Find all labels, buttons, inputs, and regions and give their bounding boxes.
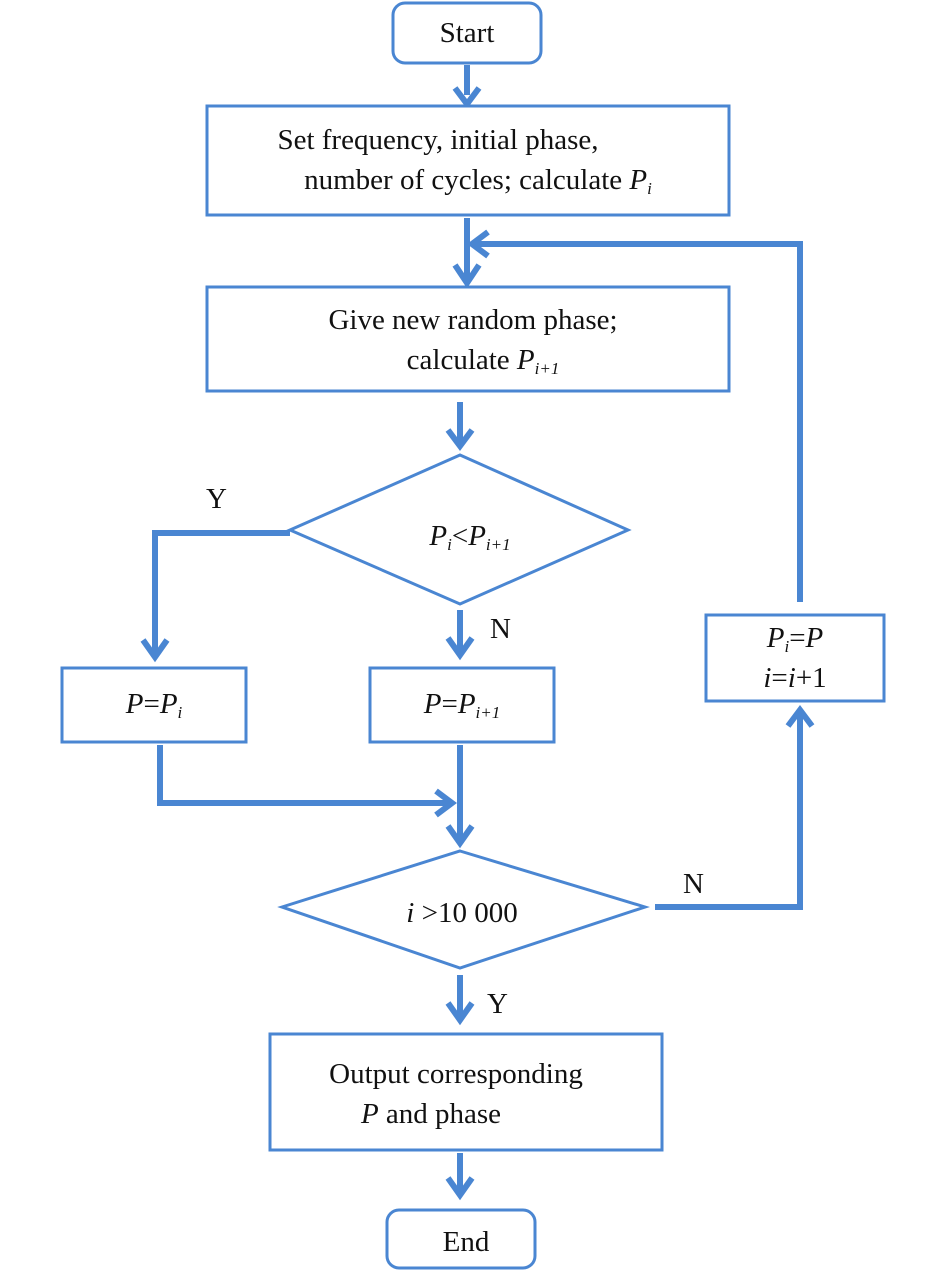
random-phase-box bbox=[205, 285, 731, 393]
compare-op: < bbox=[451, 520, 469, 552]
assign-pi-rhs-var: P bbox=[159, 688, 178, 720]
end-label: End bbox=[392, 1222, 540, 1262]
arrow-loop-back bbox=[475, 241, 803, 602]
start-text: Start bbox=[439, 17, 495, 49]
arrow-assign-pi-merge bbox=[157, 745, 450, 806]
assign-pi-rhs-sub: i bbox=[177, 703, 183, 723]
count-rest: >10 000 bbox=[414, 897, 518, 929]
output-line2: P and phase bbox=[200, 1094, 662, 1134]
assign-pi1-rhs-var: P bbox=[457, 688, 476, 720]
arrow-set-to-random-head bbox=[452, 263, 482, 289]
arrow-start-to-set-head bbox=[452, 86, 482, 109]
update-line1-rhs: P bbox=[805, 622, 824, 654]
assign-pi1-eq: = bbox=[441, 688, 458, 720]
assign-p-pi1-text: P=Pi+1 bbox=[370, 684, 554, 724]
compare-left-sub: i bbox=[447, 535, 452, 555]
update-index-line2: i=i+1 bbox=[706, 658, 884, 698]
compare-right-sub: i+1 bbox=[485, 535, 511, 555]
random-phase-line1: Give new random phase; bbox=[328, 304, 618, 336]
output-box bbox=[268, 1032, 664, 1152]
output-line2-var: P bbox=[360, 1098, 379, 1130]
start-terminal bbox=[391, 1, 543, 65]
output-line1: Output corresponding bbox=[329, 1058, 583, 1090]
count-var: i bbox=[406, 897, 415, 929]
arrow-count-no-head bbox=[785, 705, 815, 728]
end-terminal bbox=[385, 1208, 537, 1270]
assign-pi-eq: = bbox=[143, 688, 160, 720]
arrow-random-to-compare-head bbox=[445, 428, 475, 451]
update-line2-eq: = bbox=[771, 662, 788, 694]
assign-pi-lhs: P bbox=[125, 688, 144, 720]
count-decision-text: i >10 000 bbox=[362, 893, 562, 933]
end-text: End bbox=[442, 1226, 490, 1258]
assign-p-pi1-box bbox=[368, 666, 556, 744]
update-index-box bbox=[704, 613, 886, 703]
set-parameters-line1: Set frequency, initial phase, bbox=[277, 124, 599, 156]
arrow-assign-pi-merge-head bbox=[434, 788, 457, 818]
random-phase-var: P bbox=[516, 344, 535, 376]
output-text: Output corresponding P and phase bbox=[270, 1054, 662, 1134]
assign-p-pi-text: P=Pi bbox=[62, 684, 246, 724]
random-phase-sub: i+1 bbox=[534, 359, 560, 379]
assign-p-pi-box bbox=[60, 666, 248, 744]
assign-pi1-rhs-sub: i+1 bbox=[475, 703, 501, 723]
update-line2-b: i bbox=[787, 662, 796, 694]
start-label: Start bbox=[393, 13, 541, 53]
compare-decision bbox=[286, 453, 632, 606]
branch-label-compare-no: N bbox=[490, 613, 511, 645]
set-parameters-text: Set frequency, initial phase, number of … bbox=[207, 120, 729, 200]
arrow-compare-no-head bbox=[445, 636, 475, 661]
update-line1-var: P bbox=[766, 622, 785, 654]
compare-decision-text: Pi<Pi+1 bbox=[380, 516, 560, 556]
arrow-loop-back-head bbox=[467, 229, 490, 259]
random-phase-line2-prefix: calculate bbox=[406, 344, 517, 376]
arrow-count-no bbox=[655, 712, 803, 910]
set-parameters-box bbox=[205, 104, 731, 217]
update-line2-a: i bbox=[763, 662, 772, 694]
count-decision bbox=[277, 849, 650, 970]
set-parameters-line2-prefix: number of cycles; calculate bbox=[304, 164, 630, 196]
random-phase-text: Give new random phase; calculate Pi+1 bbox=[207, 300, 729, 380]
set-parameters-sub: i bbox=[647, 179, 652, 199]
set-parameters-line2: number of cycles; calculate Pi bbox=[227, 160, 729, 200]
update-line2-rest: +1 bbox=[795, 662, 827, 694]
compare-right-var: P bbox=[468, 520, 486, 552]
random-phase-line2: calculate Pi+1 bbox=[237, 340, 729, 380]
update-index-text: Pi=P i=i+1 bbox=[706, 618, 884, 698]
arrow-count-yes-head bbox=[445, 1001, 475, 1026]
update-line1-eq: = bbox=[789, 622, 806, 654]
arrow-output-to-end-head bbox=[445, 1176, 475, 1201]
update-line1-sub: i bbox=[784, 637, 790, 657]
arrow-compare-yes-head bbox=[140, 638, 170, 663]
arrow-assign-pi1-to-count-head bbox=[445, 824, 475, 849]
arrow-compare-yes bbox=[152, 530, 290, 652]
compare-left-var: P bbox=[429, 520, 448, 552]
connectors bbox=[140, 65, 815, 1201]
update-index-line1: Pi=P bbox=[706, 618, 884, 658]
branch-label-count-no: N bbox=[683, 868, 704, 900]
output-line2-rest: and phase bbox=[378, 1098, 502, 1130]
branch-label-compare-yes: Y bbox=[206, 483, 227, 515]
branch-label-count-yes: Y bbox=[487, 988, 508, 1020]
assign-pi1-lhs: P bbox=[423, 688, 442, 720]
set-parameters-var: P bbox=[629, 164, 648, 196]
